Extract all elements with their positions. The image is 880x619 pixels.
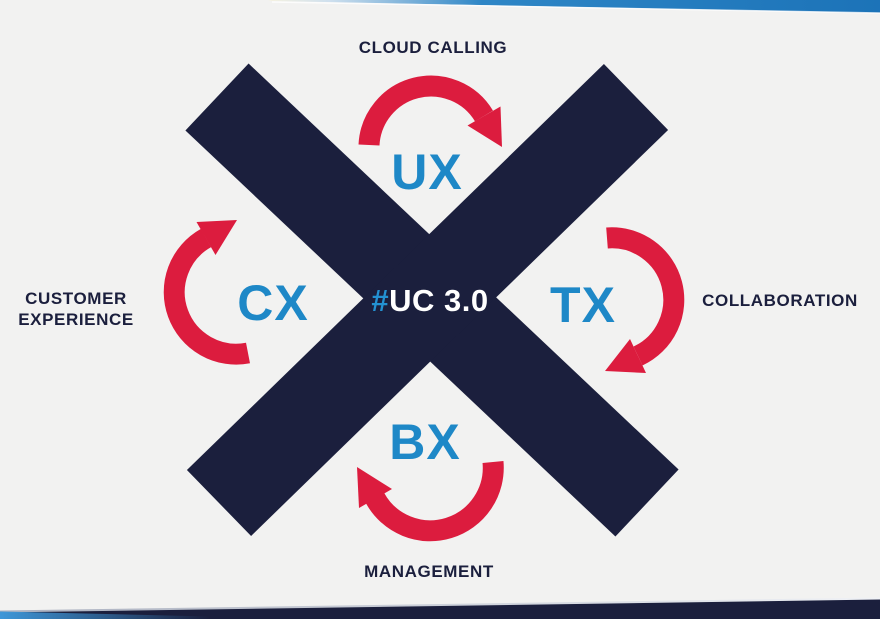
x-bar-ne-sw xyxy=(186,64,669,536)
node-label-ux: UX xyxy=(391,144,463,200)
arrow-right xyxy=(605,227,685,373)
arrow-bottom xyxy=(357,461,504,542)
top-accent-highlight xyxy=(271,1,880,14)
bottom-accent-highlight xyxy=(0,597,880,613)
arrow-top xyxy=(358,75,502,147)
arrow-top-arc xyxy=(358,75,493,146)
arrow-bottom-head xyxy=(357,467,392,508)
arrow-bottom-arc xyxy=(365,461,504,542)
arrow-right-arc xyxy=(606,227,685,366)
arrow-right-head xyxy=(605,339,646,373)
node-label-cx: CX xyxy=(237,275,309,331)
center-title-text: UC 3.0 xyxy=(389,283,489,318)
center-title: #UC 3.0 xyxy=(330,284,530,318)
arrow-left-arc xyxy=(163,228,250,365)
center-title-hash: # xyxy=(371,283,390,318)
caption-collaboration: COLLABORATION xyxy=(702,291,858,310)
arrow-top-head xyxy=(467,106,502,147)
node-label-bx: BX xyxy=(389,414,461,470)
caption-cloud-calling: CLOUD CALLING xyxy=(358,38,508,57)
caption-management: MANAGEMENT xyxy=(364,562,494,581)
arrow-left xyxy=(163,220,250,365)
bottom-left-blue-strip xyxy=(0,611,210,619)
node-label-tx: TX xyxy=(550,277,616,333)
caption-customer-experience: CUSTOMER EXPERIENCE xyxy=(18,289,134,329)
arrow-left-head xyxy=(196,220,237,255)
bottom-accent-band xyxy=(0,599,880,619)
